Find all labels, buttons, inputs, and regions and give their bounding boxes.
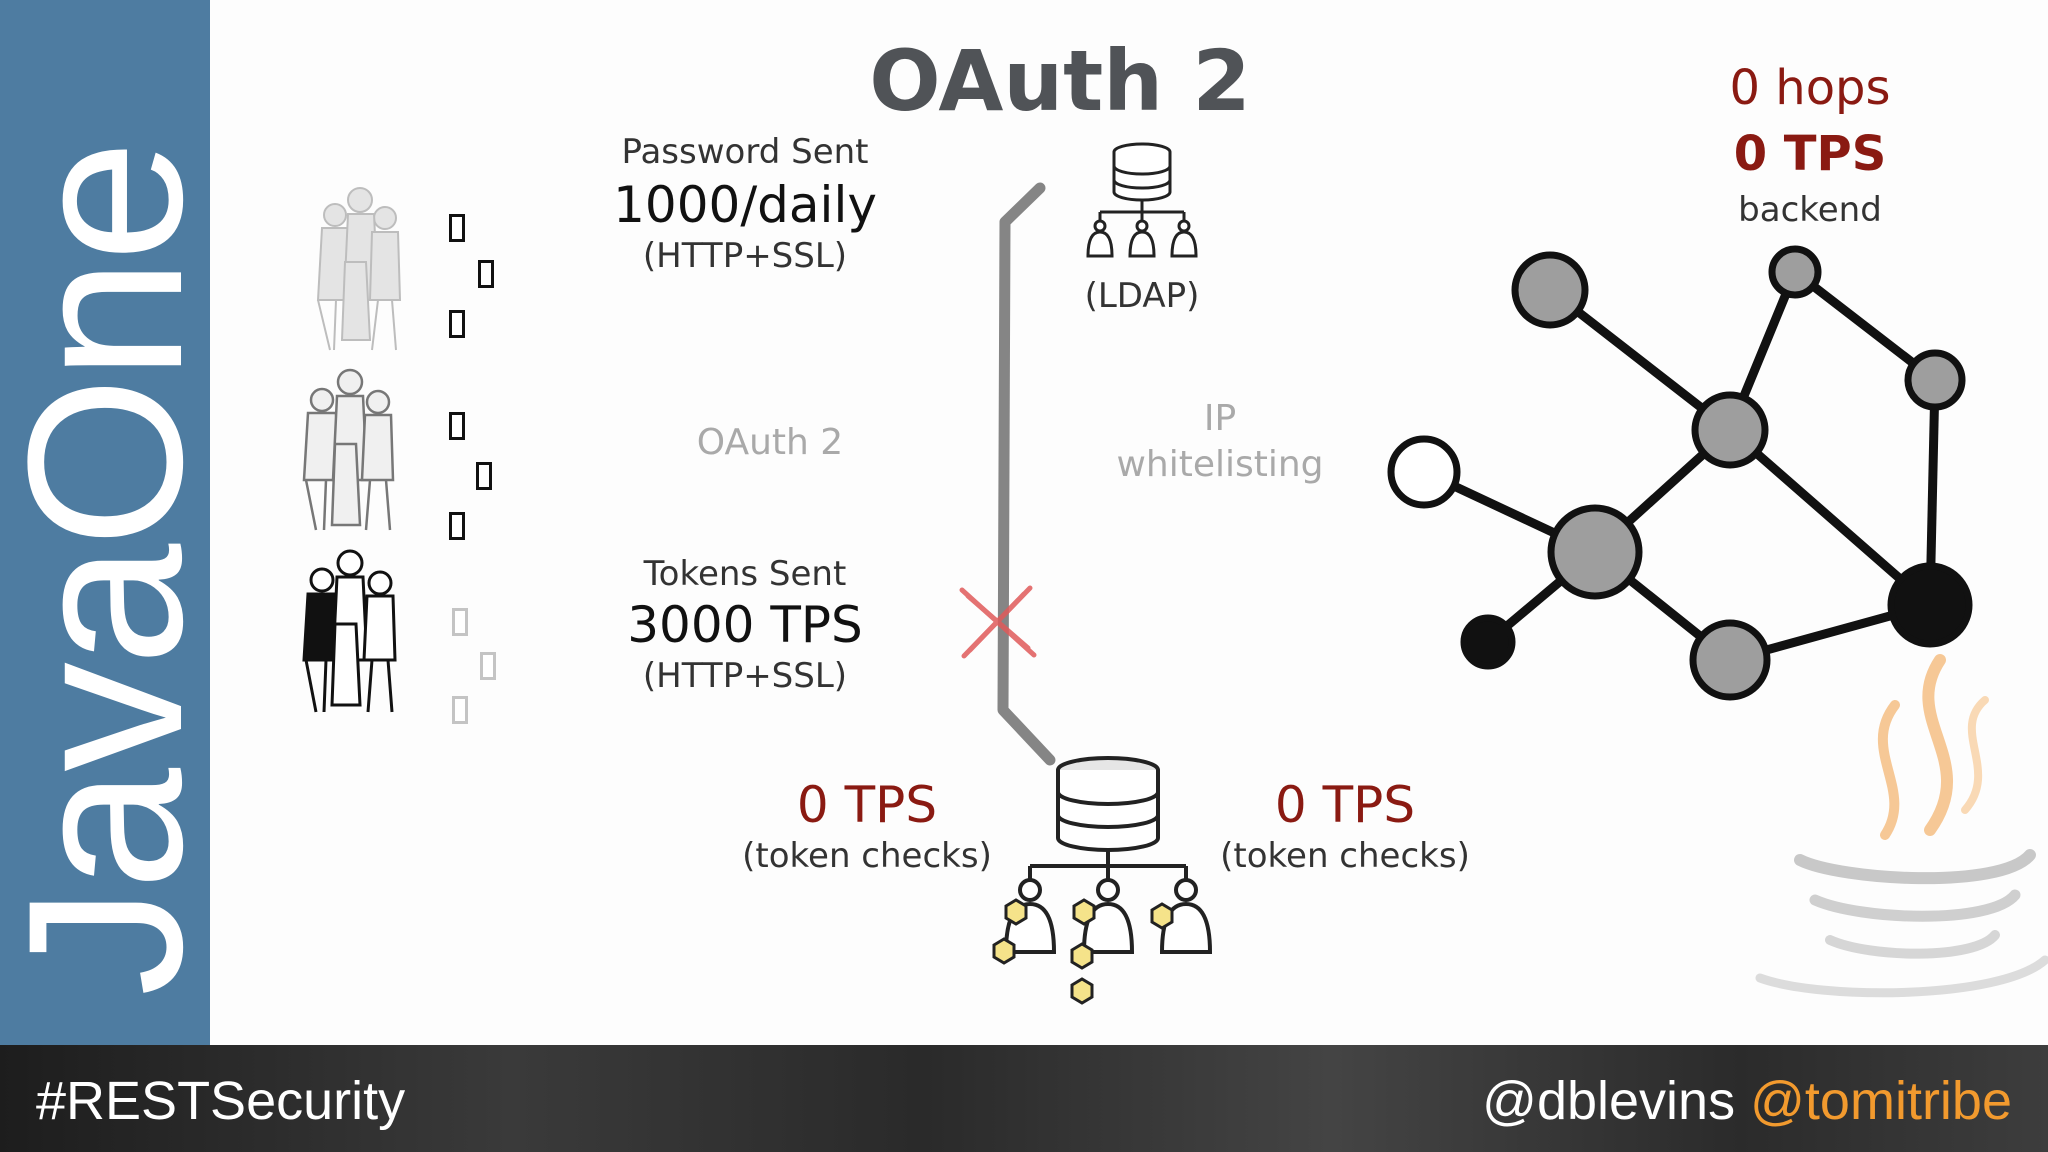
credential-glyph <box>452 608 468 636</box>
credential-glyph <box>476 462 492 490</box>
tokens-sent-value: 3000 TPS <box>585 596 905 654</box>
twitter-handles: @dblevins @tomitribe <box>1482 1070 2012 1132</box>
credential-glyph <box>449 412 465 440</box>
credential-glyph <box>449 310 465 338</box>
handle-dblevins: @dblevins <box>1482 1071 1735 1131</box>
backend-tps: 0 TPS <box>1690 126 1930 182</box>
footer-bar: #RESTSecurity @dblevins @tomitribe <box>0 1045 2048 1152</box>
hashtag-label: #RESTSecurity <box>36 1070 405 1132</box>
credential-glyph <box>449 512 465 540</box>
people-group-medium <box>304 370 393 530</box>
java-cup-logo <box>1760 660 2045 993</box>
whitelisting-label: whitelisting <box>1100 444 1340 485</box>
backend-hops: 0 hops <box>1690 60 1930 116</box>
handle-tomitribe: @tomitribe <box>1750 1071 2012 1131</box>
backend-label: backend <box>1690 190 1930 230</box>
network-boundary-line <box>1003 188 1050 760</box>
tokens-sent-protocol: (HTTP+SSL) <box>595 656 895 696</box>
oauth-middle-label: OAuth 2 <box>650 422 890 463</box>
password-sent-protocol: (HTTP+SSL) <box>595 236 895 276</box>
credential-glyph <box>480 652 496 680</box>
password-sent-value: 1000/daily <box>585 176 905 234</box>
backend-network-graph <box>1424 272 1935 660</box>
slide-title: OAuth 2 <box>820 32 1300 130</box>
people-group-dark <box>304 551 395 712</box>
token-checks-left-tps: 0 TPS <box>742 776 992 834</box>
ip-label: IP <box>1100 398 1340 439</box>
ldap-label: (LDAP) <box>1062 276 1222 316</box>
credential-glyph <box>449 214 465 242</box>
credential-glyph <box>478 260 494 288</box>
tokens-sent-label: Tokens Sent <box>595 554 895 594</box>
token-checks-right-label: (token checks) <box>1220 836 1470 876</box>
credential-glyph <box>452 696 468 724</box>
people-group-faint <box>318 188 400 350</box>
token-checks-left-label: (token checks) <box>742 836 992 876</box>
ldap-server-icon <box>1088 144 1196 256</box>
token-server-icon <box>1006 758 1210 952</box>
token-checks-right-tps: 0 TPS <box>1220 776 1470 834</box>
password-sent-label: Password Sent <box>595 132 895 172</box>
